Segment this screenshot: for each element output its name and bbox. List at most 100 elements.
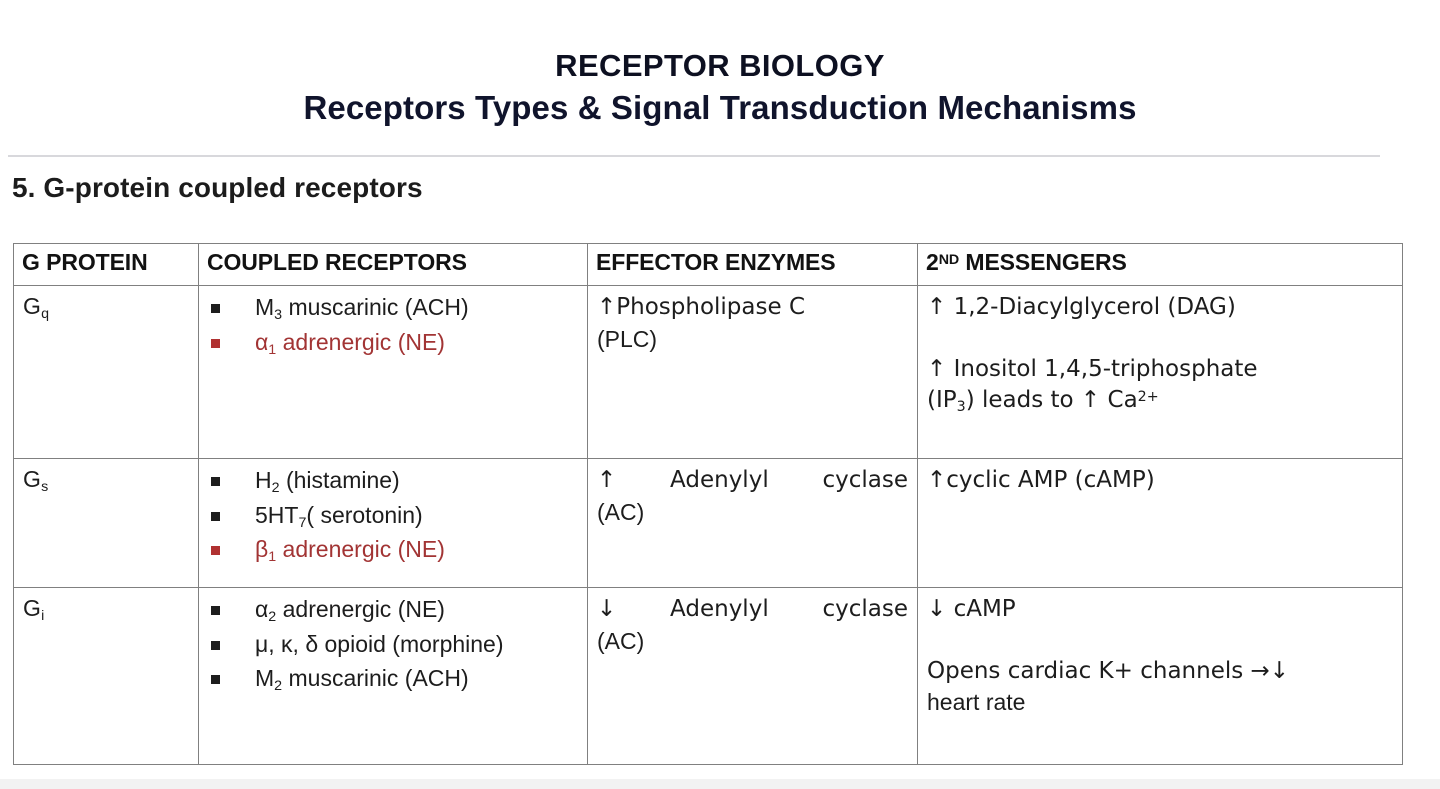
cell-effector-gs: ↑ Adenylyl cyclase (AC) <box>587 458 918 588</box>
receptor-subscript: 2 <box>274 678 283 695</box>
receptor-subscript: 2 <box>271 479 280 496</box>
title-divider <box>8 155 1380 157</box>
bullet-square-icon <box>211 546 220 556</box>
cell-receptors-gq: M3 muscarinic (ACH) α1 adrenergic (NE) <box>198 285 588 459</box>
g-protein-label-gs: Gs <box>14 459 198 500</box>
list-item: H2 (histamine) <box>208 465 578 496</box>
messenger-line: ↑ Inositol 1,4,5-triphosphate <box>927 355 1258 382</box>
receptor-subscript: 1 <box>268 549 277 566</box>
bottom-strip <box>0 779 1440 789</box>
receptor-detail: muscarinic (ACH) <box>282 665 469 692</box>
receptor-detail: (histamine) <box>279 467 400 493</box>
g-letter: G <box>23 595 42 621</box>
bullet-square-icon <box>211 511 220 521</box>
spacer <box>927 324 1393 354</box>
bullet-square-icon <box>211 477 220 486</box>
column-header-g-protein: G PROTEIN <box>13 243 199 286</box>
messenger-part: ) leads to ↑ Ca <box>965 387 1138 414</box>
receptor-name: β <box>255 536 269 563</box>
bullet-square-icon <box>211 304 220 313</box>
effector-line: ↑Phospholipase C <box>597 294 805 320</box>
receptor-subscript: 7 <box>298 514 307 531</box>
effector-line: ↑ Adenylyl cyclase <box>597 467 908 493</box>
cell-messengers-gi: ↓ cAMP Opens cardiac K+ channels →↓ hear… <box>917 587 1403 765</box>
table-row: Gi α2 adrenergic (NE) μ, κ, δ opioid (mo… <box>13 587 1403 765</box>
g-letter: G <box>23 293 42 319</box>
second-messengers-word: MESSENGERS <box>959 249 1127 275</box>
messenger-line: (IP3) leads to ↑ Ca2+ <box>927 385 1393 417</box>
gpcr-table: G PROTEIN COUPLED RECEPTORS EFFECTOR ENZ… <box>13 243 1403 765</box>
table-row: Gs H2 (histamine) 5HT7( serotonin) β1 ad… <box>13 458 1403 588</box>
receptor-detail: ( serotonin) <box>306 501 423 528</box>
second-messengers-num: 2 <box>926 249 939 275</box>
second-messengers-ordinal: ND <box>938 251 960 268</box>
cell-g-protein-gs: Gs <box>13 458 199 588</box>
column-header-second-messengers: 2ND MESSENGERS <box>917 243 1403 286</box>
receptor-detail: adrenergic (NE) <box>276 328 445 355</box>
receptor-list: α2 adrenergic (NE) μ, κ, δ opioid (morph… <box>208 594 578 694</box>
receptor-name: α <box>255 596 269 622</box>
list-item: α2 adrenergic (NE) <box>208 594 578 625</box>
messenger-part: (IP <box>927 387 957 414</box>
messenger-line: Opens cardiac K+ channels →↓ <box>927 657 1290 684</box>
receptor-name: M <box>255 294 275 320</box>
list-item: μ, κ, δ opioid (morphine) <box>208 629 578 660</box>
messenger-subscript: 3 <box>956 399 966 416</box>
g-subscript: q <box>41 305 50 322</box>
receptor-list: H2 (histamine) 5HT7( serotonin) β1 adren… <box>208 465 578 565</box>
bullet-square-icon <box>211 338 220 348</box>
list-item: M2 muscarinic (ACH) <box>208 663 578 694</box>
receptor-subscript: 3 <box>274 306 283 323</box>
list-item: 5HT7( serotonin) <box>208 500 578 531</box>
messenger-line: heart rate <box>927 689 1026 716</box>
receptor-name: μ, κ, δ opioid <box>255 630 386 657</box>
section-heading: 5. G-protein coupled receptors <box>12 172 423 203</box>
spacer <box>927 626 1393 656</box>
cell-g-protein-gq: Gq <box>13 285 199 459</box>
cell-receptors-gi: α2 adrenergic (NE) μ, κ, δ opioid (morph… <box>198 587 588 765</box>
receptor-name: M <box>255 665 275 692</box>
messenger-line: ↑ 1,2-Diacylglycerol (DAG) <box>927 294 1236 320</box>
cell-receptors-gs: H2 (histamine) 5HT7( serotonin) β1 adren… <box>198 458 588 588</box>
messenger-line: ↓ cAMP <box>927 596 1016 622</box>
receptor-name: 5HT <box>255 501 299 528</box>
table-row: Gq M3 muscarinic (ACH) α1 adrenergic (NE… <box>13 285 1403 459</box>
receptor-subscript: 1 <box>268 341 277 358</box>
receptor-list: M3 muscarinic (ACH) α1 adrenergic (NE) <box>208 292 578 357</box>
list-item: α1 adrenergic (NE) <box>208 327 578 358</box>
receptor-detail: adrenergic (NE) <box>276 596 445 622</box>
receptor-name: H <box>255 467 272 493</box>
receptor-detail: (morphine) <box>385 630 504 657</box>
receptor-detail: muscarinic (ACH) <box>282 294 469 320</box>
list-item: β1 adrenergic (NE) <box>208 534 578 565</box>
list-item: M3 muscarinic (ACH) <box>208 292 578 323</box>
effector-line: (AC) <box>597 498 645 525</box>
title-block: RECEPTOR BIOLOGY Receptors Types & Signa… <box>0 0 1440 126</box>
effector-line: (PLC) <box>597 325 658 352</box>
page-title: RECEPTOR BIOLOGY <box>555 48 885 83</box>
cell-messengers-gs: ↑cyclic AMP (cAMP) <box>917 458 1403 588</box>
page-subtitle: Receptors Types & Signal Transduction Me… <box>303 88 1137 126</box>
g-subscript: i <box>41 607 45 624</box>
receptor-detail: adrenergic (NE) <box>276 536 445 563</box>
messenger-line: ↑cyclic AMP (cAMP) <box>927 467 1155 493</box>
effector-line: (AC) <box>597 627 645 654</box>
g-subscript: s <box>41 478 49 495</box>
cell-messengers-gq: ↑ 1,2-Diacylglycerol (DAG) ↑ Inositol 1,… <box>917 285 1403 459</box>
g-protein-label-gq: Gq <box>14 286 198 327</box>
messenger-superscript: 2+ <box>1137 389 1159 406</box>
receptor-subscript: 2 <box>268 608 277 625</box>
bullet-square-icon <box>211 675 220 685</box>
table-header-row: G PROTEIN COUPLED RECEPTORS EFFECTOR ENZ… <box>13 243 1403 286</box>
bullet-square-icon <box>211 640 220 650</box>
bullet-square-icon <box>211 606 220 615</box>
cell-g-protein-gi: Gi <box>13 587 199 765</box>
receptor-name: α <box>255 328 269 355</box>
column-header-coupled-receptors: COUPLED RECEPTORS <box>198 243 588 286</box>
column-header-effector-enzymes: EFFECTOR ENZYMES <box>587 243 918 286</box>
cell-effector-gi: ↓ Adenylyl cyclase (AC) <box>587 587 918 765</box>
g-protein-label-gi: Gi <box>14 588 198 629</box>
g-letter: G <box>23 466 42 492</box>
effector-line: ↓ Adenylyl cyclase <box>597 596 908 622</box>
